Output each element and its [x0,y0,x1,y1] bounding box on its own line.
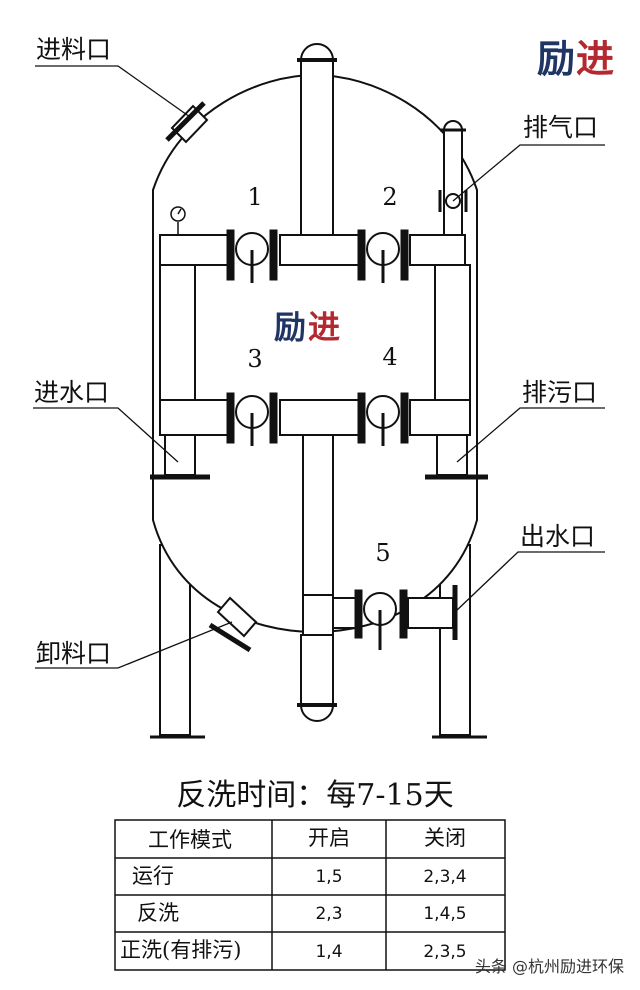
table-row-close: 1,4,5 [423,904,466,924]
watermark: 头条 @杭州励进环保 [475,957,624,976]
pressure-gauge-icon [170,206,186,235]
table-row-close: 2,3,5 [423,942,466,962]
valve-1[interactable] [226,229,278,283]
svg-text:励: 励 [537,37,575,81]
valve-3[interactable] [226,392,278,446]
upper-manifold [159,234,471,476]
table-row-open: 2,3 [315,904,342,924]
table-row-close: 2,3,4 [423,867,466,887]
svg-text:进: 进 [308,308,340,346]
valve-5[interactable] [354,589,408,650]
table-row-mode: 运行 [132,864,174,888]
valve-4[interactable] [357,392,409,446]
brand-logo-center: 励 进 [274,308,340,346]
table-header-mode: 工作模式 [148,828,232,852]
valve-3-label: 3 [247,345,262,373]
feed-inlet-label: 进料口 [36,35,111,64]
table-header-open: 开启 [308,826,350,850]
water-outlet-label: 出水口 [520,522,595,551]
table-header-close: 关闭 [424,826,466,850]
outlet-pipe [332,585,458,640]
valve-5-label: 5 [375,539,390,567]
table-row-open: 1,5 [315,867,342,887]
svg-text:进: 进 [576,37,614,81]
leader-lines [33,65,605,669]
svg-text:励: 励 [274,308,306,346]
table-row-mode: 正洗(有排污) [120,938,241,962]
discharge-label: 卸料口 [36,639,111,668]
valve-2-label: 2 [382,183,397,211]
valve-1-label: 1 [247,183,262,211]
water-inlet-label: 进水口 [34,378,109,407]
brand-logo-top: 励 进 [537,37,614,81]
feed-inlet-nozzle [165,101,209,144]
discharge-nozzle [208,596,258,653]
backwash-caption: 反洗时间：每7-15天 [176,778,453,813]
mode-table [114,819,506,971]
vent-pipe [438,120,468,236]
table-row-open: 1,4 [315,942,342,962]
valve-4-label: 4 [382,343,397,371]
valve-2[interactable] [357,229,409,283]
drain-label: 排污口 [522,378,597,407]
table-row-mode: 反洗 [137,901,179,925]
vent-label: 排气口 [523,113,598,142]
